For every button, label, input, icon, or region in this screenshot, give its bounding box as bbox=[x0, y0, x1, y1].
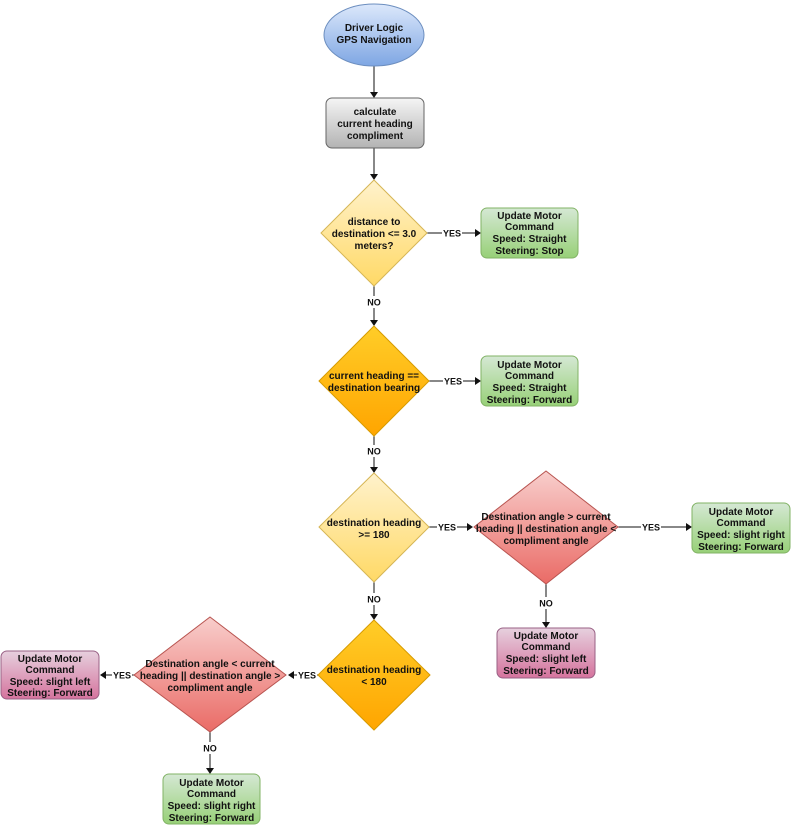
edge-label-no: NO bbox=[367, 595, 381, 605]
action-a3-line-3: Speed: slight right bbox=[697, 530, 785, 541]
action-a6-line-1: Update Motor bbox=[179, 778, 244, 789]
edge-label-yes: YES bbox=[438, 523, 456, 533]
action-a5-line-2: Command bbox=[26, 665, 75, 676]
action-a2-line-1: Update Motor bbox=[497, 360, 562, 371]
edge-label-bg bbox=[443, 375, 463, 387]
decision-d3-line-1: destination heading bbox=[327, 518, 421, 529]
action-a3-line-2: Command bbox=[717, 518, 766, 529]
action-slight-right-upper: Update Motor Command Speed: slight right… bbox=[691, 502, 791, 554]
action-a4-line-3: Speed: slight left bbox=[506, 654, 587, 665]
action-a5-line-1: Update Motor bbox=[18, 654, 83, 665]
action-a1-line-1: Update Motor bbox=[497, 211, 562, 222]
action-a5-line-4: Steering: Forward bbox=[7, 688, 93, 699]
action-a6-line-2: Command bbox=[187, 789, 236, 800]
action-slight-right-lower: Update Motor Command Speed: slight right… bbox=[162, 773, 261, 825]
process-line-1: calculate bbox=[354, 107, 397, 118]
decision-d6-line-2: heading || destination angle > bbox=[140, 671, 280, 682]
action-a5-line-3: Speed: slight left bbox=[10, 677, 91, 688]
decision-d6-line-3: compliment angle bbox=[167, 683, 252, 694]
decision-angle-gt-heading: Destination angle > current heading || d… bbox=[473, 470, 619, 585]
arrowhead bbox=[100, 671, 106, 679]
edge-label-bg bbox=[641, 521, 661, 533]
arrowhead bbox=[206, 768, 214, 774]
decision-d3-line-2: >= 180 bbox=[358, 530, 390, 541]
action-slight-left-right-branch: Update Motor Command Speed: slight left … bbox=[496, 627, 596, 679]
action-a4-line-4: Steering: Forward bbox=[503, 666, 589, 677]
action-a1-line-4: Steering: Stop bbox=[495, 246, 563, 257]
edge-label-bg bbox=[437, 521, 457, 533]
arrowhead bbox=[370, 614, 378, 620]
edge-label-bg bbox=[366, 445, 382, 457]
action-a6-line-3: Speed: slight right bbox=[168, 801, 256, 812]
arrowhead bbox=[370, 92, 378, 98]
action-a2-line-2: Command bbox=[505, 371, 554, 382]
action-a4-line-1: Update Motor bbox=[514, 631, 579, 642]
decision-angle-lt-heading: Destination angle < current heading || d… bbox=[133, 616, 287, 733]
decision-d4-line-1: Destination angle > current bbox=[481, 512, 611, 523]
decision-heading-lt-180: destination heading < 180 bbox=[317, 619, 431, 731]
decision-d5-line-2: < 180 bbox=[361, 677, 387, 688]
edge-label-bg bbox=[202, 742, 218, 754]
action-stop: Update Motor Command Speed: Straight Ste… bbox=[480, 207, 579, 259]
decision-d4-line-2: heading || destination angle < bbox=[476, 524, 616, 535]
start-node-line-1: Driver Logic bbox=[345, 23, 404, 34]
edge-label-bg bbox=[366, 593, 382, 605]
edge-label-yes: YES bbox=[113, 671, 131, 681]
edge-label-bg bbox=[366, 296, 382, 308]
action-a1-line-2: Command bbox=[505, 222, 554, 233]
edge-label-yes: YES bbox=[443, 229, 461, 239]
decision-d2-line-2: destination bearing bbox=[328, 383, 420, 394]
action-a3-line-1: Update Motor bbox=[709, 507, 774, 518]
edge-label-bg bbox=[297, 669, 317, 681]
arrowhead bbox=[370, 467, 378, 473]
action-a2-line-4: Steering: Forward bbox=[487, 395, 573, 406]
edge-label-no: NO bbox=[367, 447, 381, 457]
decision-d1-line-3: meters? bbox=[355, 241, 394, 252]
arrowhead bbox=[475, 229, 481, 237]
edge-label-no: NO bbox=[539, 599, 553, 609]
action-slight-left-left-branch: Update Motor Command Speed: slight left … bbox=[0, 650, 100, 700]
edge-label-yes: YES bbox=[642, 523, 660, 533]
action-straight-forward: Update Motor Command Speed: Straight Ste… bbox=[480, 355, 579, 407]
process-calculate-heading: calculate current heading compliment bbox=[325, 97, 425, 149]
edge-label-yes: YES bbox=[444, 377, 462, 387]
edge-label-yes: YES bbox=[298, 671, 316, 681]
decision-d1-line-1: distance to bbox=[348, 217, 401, 228]
action-a1-line-3: Speed: Straight bbox=[493, 234, 568, 245]
decision-heading-gte-180: destination heading >= 180 bbox=[318, 472, 430, 583]
arrowhead bbox=[370, 320, 378, 326]
decision-d1-line-2: destination <= 3.0 bbox=[332, 229, 417, 240]
start-node-line-2: GPS Navigation bbox=[336, 35, 411, 46]
action-a6-line-4: Steering: Forward bbox=[169, 813, 255, 824]
decision-d2-line-1: current heading == bbox=[329, 371, 419, 382]
arrowhead bbox=[475, 377, 481, 385]
decision-d5-line-1: destination heading bbox=[327, 665, 421, 676]
decision-distance-to-destination: distance to destination <= 3.0 meters? bbox=[320, 179, 428, 287]
start-node: Driver Logic GPS Navigation bbox=[323, 3, 425, 67]
decision-d4-line-3: compliment angle bbox=[503, 536, 588, 547]
arrowhead bbox=[542, 622, 550, 628]
action-a4-line-2: Command bbox=[522, 642, 571, 653]
edge-label-no: NO bbox=[367, 298, 381, 308]
decision-d6-line-1: Destination angle < current bbox=[145, 659, 275, 670]
arrowhead bbox=[467, 523, 473, 531]
process-line-3: compliment bbox=[347, 131, 404, 142]
action-a3-line-4: Steering: Forward bbox=[698, 542, 784, 553]
edge-label-bg bbox=[112, 669, 132, 681]
decision-heading-equals-bearing: current heading == destination bearing bbox=[318, 325, 430, 437]
arrowhead bbox=[370, 174, 378, 180]
arrowhead bbox=[288, 671, 294, 679]
arrowhead bbox=[686, 523, 692, 531]
process-line-2: current heading bbox=[337, 119, 413, 130]
edge-label-no: NO bbox=[203, 744, 217, 754]
edges: YES NO YES NO YES YES NO NO bbox=[100, 66, 692, 774]
edge-label-bg bbox=[442, 227, 462, 239]
action-a2-line-3: Speed: Straight bbox=[493, 383, 568, 394]
edge-label-bg bbox=[538, 597, 554, 609]
